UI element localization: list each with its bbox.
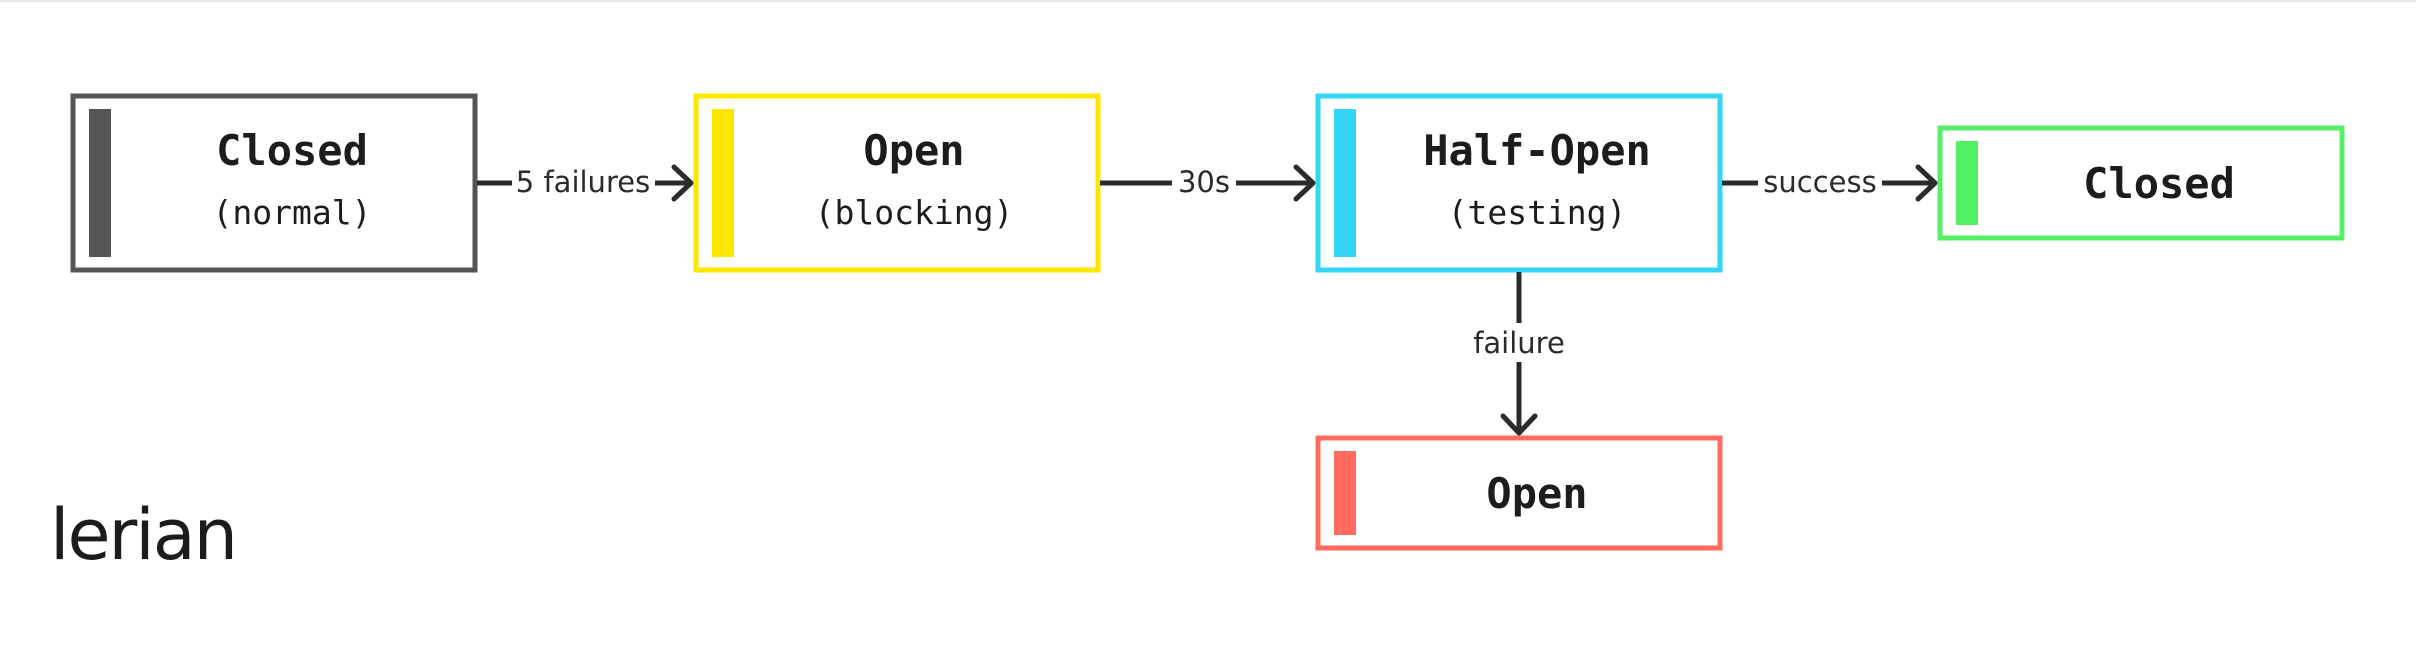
state-closed-start-accent-bar [89, 109, 111, 257]
state-half-open-border [1315, 93, 1723, 273]
state-half-open-title: Half-Open [1423, 126, 1651, 175]
edge-half-open-to-open: failure [1473, 272, 1565, 436]
lerian-logo: lerian [50, 494, 238, 576]
state-closed-start-title: Closed [216, 126, 368, 175]
state-open-title: Open [863, 126, 964, 175]
edge-closed-to-open-arrowhead [671, 164, 694, 202]
edge-open-to-half-open-arrowhead [1293, 164, 1316, 202]
state-closed-end-title: Closed [2083, 159, 2235, 208]
state-closed-start-border [70, 93, 478, 273]
state-open-fail-accent-bar [1334, 451, 1356, 535]
edge-half-open-to-open-arrowhead [1500, 413, 1538, 436]
state-open-subtitle: (blocking) [815, 193, 1014, 232]
edge-half-open-to-open-label: failure [1473, 326, 1565, 360]
state-closed-end: Closed [1937, 125, 2345, 241]
state-closed-end-accent-bar [1956, 141, 1978, 225]
edge-half-open-to-closed: success [1722, 164, 1938, 202]
edge-open-to-half-open: 30s [1100, 164, 1316, 202]
state-half-open: Half-Open (testing) [1315, 93, 1723, 273]
edge-open-to-half-open-label: 30s [1178, 165, 1230, 199]
top-divider [0, 0, 2416, 2]
state-closed-end-border [1937, 125, 2345, 241]
state-open-fail-border [1315, 435, 1723, 551]
state-closed-start-subtitle: (normal) [213, 193, 372, 232]
edge-half-open-to-closed-arrowhead [1915, 164, 1938, 202]
state-open-accent-bar [712, 109, 734, 257]
edge-closed-to-open-label: 5 failures [516, 165, 650, 199]
edge-half-open-to-closed-label: success [1763, 165, 1876, 199]
state-closed-start: Closed (normal) [70, 93, 478, 273]
state-half-open-subtitle: (testing) [1448, 193, 1627, 232]
state-open-fail: Open [1315, 435, 1723, 551]
state-half-open-accent-bar [1334, 109, 1356, 257]
edge-closed-to-open: 5 failures [477, 164, 694, 202]
state-open-fail-title: Open [1486, 469, 1587, 518]
state-open-border [693, 93, 1101, 273]
state-open: Open (blocking) [693, 93, 1101, 273]
